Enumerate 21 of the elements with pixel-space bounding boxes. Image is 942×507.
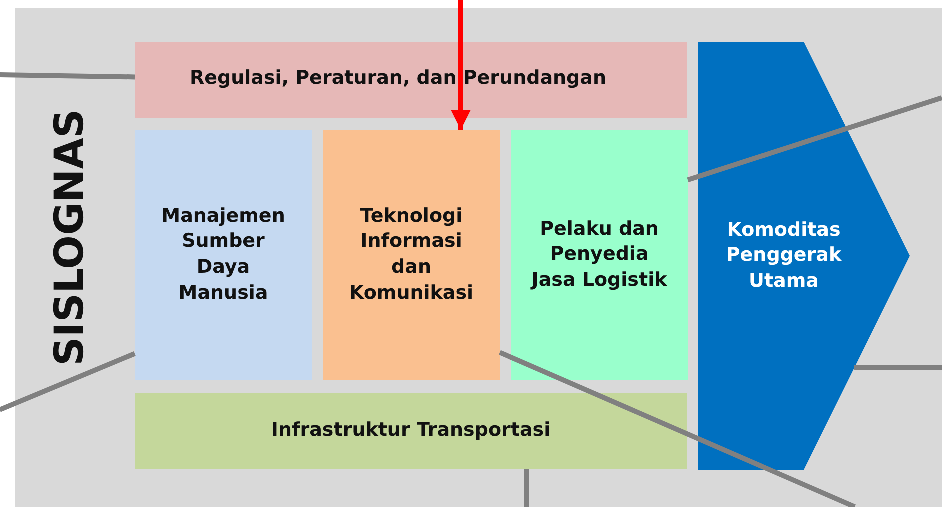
pillar-box	[323, 130, 500, 380]
box-label: Manajemen Sumber Daya Manusia	[160, 204, 286, 306]
panel-background	[15, 8, 942, 507]
chevron-shape	[698, 42, 910, 470]
arrow	[451, 0, 471, 130]
vertical-title: SISLOGNAS	[46, 108, 94, 368]
box-label: Regulasi, Peraturan, dan Perundangan	[190, 66, 606, 91]
layer-band	[135, 393, 687, 469]
box-label: Infrastruktur Transportasi	[271, 418, 551, 444]
leader-line	[499, 350, 856, 507]
box-label: Komoditas Penggerak Utama	[725, 218, 843, 294]
leader-line	[524, 469, 530, 507]
leader-line	[854, 366, 942, 370]
leader-line	[0, 352, 136, 412]
pillar-box	[135, 130, 312, 380]
leader-line	[687, 96, 942, 183]
leader-line	[0, 72, 136, 80]
pillar-box	[511, 130, 688, 380]
layer-band	[135, 42, 687, 118]
box-label: Teknologi Informasi dan Komunikasi	[348, 204, 475, 306]
box-label: Pelaku dan Penyedia Jasa Logistik	[530, 216, 668, 293]
